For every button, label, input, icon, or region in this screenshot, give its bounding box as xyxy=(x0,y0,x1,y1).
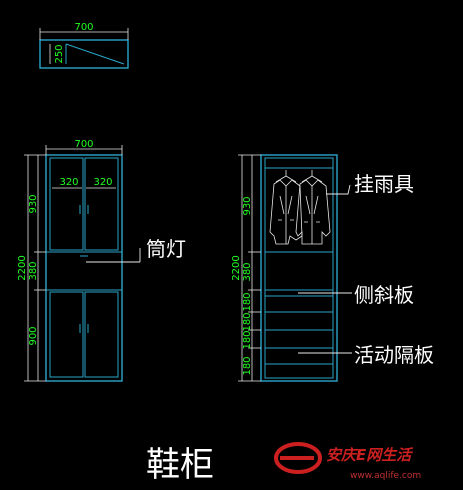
front-height-middle-dim: 380 xyxy=(28,261,39,280)
lower-right-door xyxy=(84,291,119,378)
front-view-outline xyxy=(45,154,123,382)
front-width-dim: 700 xyxy=(74,139,93,150)
top-width-dim: 700 xyxy=(74,22,93,33)
door-width-left-dim: 320 xyxy=(59,177,78,188)
top-view-outline xyxy=(39,39,129,69)
upper-left-door xyxy=(49,157,84,251)
e-logo-icon xyxy=(274,442,322,474)
section-view: 2200 930 380 180 180 180 180 挂雨具 侧斜板 活动隔… xyxy=(231,154,434,382)
front-height-upper-dim: 930 xyxy=(28,194,39,213)
front-height-total-dim: 2200 xyxy=(17,255,28,280)
top-view-diagonal xyxy=(65,43,125,65)
rain-gear-leader xyxy=(326,184,351,195)
coat-sketch xyxy=(269,170,331,245)
section-shelf-height-dim: 180 xyxy=(242,312,253,331)
front-height-lower-dim: 900 xyxy=(28,326,39,345)
rain-gear-label: 挂雨具 xyxy=(354,172,414,196)
section-shelf-height-dim: 180 xyxy=(242,356,253,375)
downlight-label: 筒灯 xyxy=(146,237,186,261)
section-shelf-height-dim: 180 xyxy=(242,292,253,311)
movable-shelf-label: 活动隔板 xyxy=(354,343,434,367)
section-height-upper-dim: 930 xyxy=(242,196,253,215)
watermark-url: www.aqlife.com xyxy=(350,471,421,481)
top-depth-dim: 250 xyxy=(54,44,65,63)
top-view: 700 250 xyxy=(39,22,129,69)
section-shelf-height-dim: 180 xyxy=(242,330,253,349)
door-width-right-dim: 320 xyxy=(93,177,112,188)
watermark-logo: 安庆E网生活 www.aqlife.com xyxy=(274,442,421,481)
watermark-brand: 安庆E网生活 xyxy=(326,446,414,464)
section-view-outline xyxy=(260,154,338,382)
section-height-total-dim: 2200 xyxy=(231,255,242,280)
upper-right-door xyxy=(84,157,119,251)
drawing-title: 鞋柜 xyxy=(146,445,214,485)
slanted-board-label: 侧斜板 xyxy=(354,283,414,307)
lower-left-door xyxy=(49,291,84,378)
section-height-middle-dim: 380 xyxy=(242,262,253,281)
front-view: 700 320 320 2200 930 380 900 筒灯 xyxy=(17,139,186,382)
